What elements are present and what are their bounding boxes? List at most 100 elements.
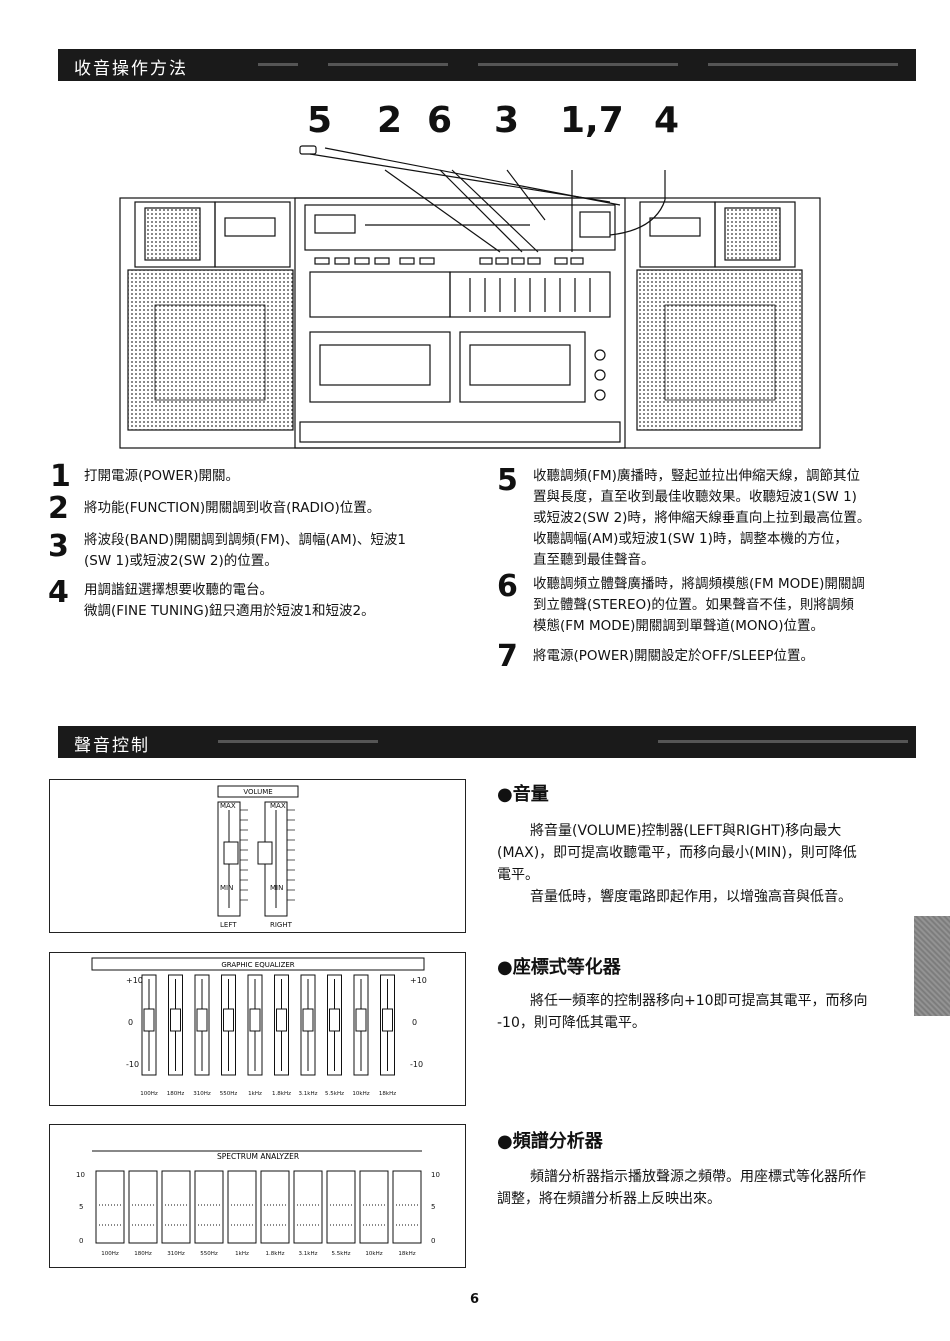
eq-freq-label: 18kHz bbox=[379, 1091, 396, 1097]
eq-slider-knob bbox=[355, 1008, 367, 1032]
volume-figure: VOLUME MAX MAX MIN MIN LEFT RIGHT bbox=[49, 779, 466, 933]
sa-level-0: 0 bbox=[79, 1237, 83, 1245]
step-6-text: 收聽調頻立體聲廣播時，將調頻模態(FM MODE)開關調 到立體聲(STEREO… bbox=[533, 576, 865, 634]
sa-band bbox=[227, 1170, 257, 1244]
sa-band bbox=[359, 1170, 389, 1244]
equalizer-figure: GRAPHIC EQUALIZER +10 0 -10 +10 0 -10 10… bbox=[49, 952, 466, 1106]
section-banner-sound: 聲音控制 bbox=[58, 726, 916, 758]
volume-heading: ●音量 bbox=[497, 784, 549, 805]
sa-title: SPECTRUM ANALYZER bbox=[217, 1152, 299, 1161]
max-left-label: MAX bbox=[220, 802, 236, 810]
section-title: 聲音控制 bbox=[74, 736, 150, 756]
eq-slider-track bbox=[247, 974, 263, 1076]
min-right-label: MIN bbox=[270, 884, 283, 892]
edge-tab bbox=[914, 916, 950, 1016]
eq-minus-label: -10 bbox=[126, 1060, 139, 1069]
eq-slider-track bbox=[168, 974, 183, 1076]
eq-slider-track bbox=[194, 974, 210, 1076]
eq-slider-knob bbox=[170, 1008, 181, 1032]
page-number: 6 bbox=[470, 1292, 480, 1307]
step-num: 3 bbox=[48, 529, 69, 564]
step-num: 6 bbox=[497, 569, 518, 604]
eq-slider-track bbox=[274, 974, 289, 1076]
sa-freq-label: 180Hz bbox=[134, 1251, 152, 1257]
eq-minus-label-r: -10 bbox=[410, 1060, 423, 1069]
step-7-text: 將電源(POWER)開關設定於OFF/SLEEP位置。 bbox=[533, 648, 815, 664]
min-left-label: MIN bbox=[220, 884, 233, 892]
sa-band bbox=[95, 1170, 125, 1244]
right-label: RIGHT bbox=[270, 921, 293, 929]
eq-freq-label: 3.1kHz bbox=[299, 1091, 318, 1097]
step-3-text: 將波段(BAND)開關調到調頻(FM)、調幅(AM)、短波1 (SW 1)或短波… bbox=[84, 532, 406, 569]
callout-5: 5 bbox=[307, 100, 333, 141]
eq-freq-label: 1kHz bbox=[248, 1091, 262, 1097]
eq-slider-track bbox=[380, 974, 395, 1076]
sa-level-5-r: 5 bbox=[431, 1203, 435, 1211]
eq-slider-knob bbox=[302, 1008, 314, 1032]
sa-band bbox=[293, 1170, 323, 1244]
step-1-text: 打開電源(POWER)開關。 bbox=[84, 468, 240, 484]
sa-freq-label: 10kHz bbox=[365, 1251, 382, 1257]
callout-1-7: 1,7 bbox=[560, 100, 624, 141]
eq-slider-knob bbox=[276, 1008, 287, 1032]
sa-freq-label: 5.5kHz bbox=[332, 1251, 351, 1257]
eq-freq-label: 5.5kHz bbox=[325, 1091, 344, 1097]
eq-slider-track bbox=[353, 974, 369, 1076]
eq-freq-label: 310Hz bbox=[193, 1091, 211, 1097]
eq-freq-label: 550Hz bbox=[220, 1091, 238, 1097]
sa-freq-label: 550Hz bbox=[200, 1251, 218, 1257]
eq-slider-knob bbox=[249, 1008, 261, 1032]
volume-paragraph: 將音量(VOLUME)控制器(LEFT與RIGHT)移向最大 (MAX)，即可提… bbox=[497, 823, 857, 905]
boombox-illustration bbox=[119, 145, 821, 449]
sa-level-10-r: 10 bbox=[431, 1171, 440, 1179]
sa-freq-label: 1.8kHz bbox=[266, 1251, 285, 1257]
sa-paragraph: 頻譜分析器指示播放聲源之頻帶。用座標式等化器所作 調整，將在頻譜分析器上反映出來… bbox=[497, 1169, 866, 1207]
step-num: 4 bbox=[48, 575, 69, 610]
step-2-text: 將功能(FUNCTION)開關調到收音(RADIO)位置。 bbox=[84, 500, 381, 516]
eq-plus-label-r: +10 bbox=[410, 976, 427, 985]
step-num: 5 bbox=[497, 463, 518, 498]
sa-band bbox=[194, 1170, 224, 1244]
eq-plus-label: +10 bbox=[126, 976, 143, 985]
eq-slider-knob bbox=[196, 1008, 208, 1032]
eq-slider-track bbox=[221, 974, 236, 1076]
sa-heading: ●頻譜分析器 bbox=[497, 1131, 603, 1152]
eq-freq-label: 100Hz bbox=[140, 1091, 158, 1097]
section-title: 收音操作方法 bbox=[74, 59, 188, 79]
eq-slider-knob bbox=[223, 1008, 234, 1032]
step-num: 2 bbox=[48, 491, 69, 526]
callout-4: 4 bbox=[654, 100, 680, 141]
callout-3: 3 bbox=[494, 100, 520, 141]
left-label: LEFT bbox=[220, 921, 237, 929]
max-right-label: MAX bbox=[270, 802, 286, 810]
eq-slider-track bbox=[327, 974, 342, 1076]
step-4-text: 用調諧鈕選擇想要收聽的電台。 微調(FINE TUNING)鈕只適用於短波1和短… bbox=[84, 582, 375, 619]
eq-freq-label: 180Hz bbox=[167, 1091, 185, 1097]
sa-freq-label: 3.1kHz bbox=[299, 1251, 318, 1257]
sa-freq-label: 310Hz bbox=[167, 1251, 185, 1257]
callout-6: 6 bbox=[427, 100, 453, 141]
eq-title: GRAPHIC EQUALIZER bbox=[221, 961, 294, 969]
sa-level-5: 5 bbox=[79, 1203, 83, 1211]
sa-band bbox=[326, 1170, 356, 1244]
sa-freq-label: 1kHz bbox=[235, 1251, 249, 1257]
eq-slider-knob bbox=[329, 1008, 340, 1032]
callout-2: 2 bbox=[377, 100, 403, 141]
step-num: 7 bbox=[497, 639, 518, 674]
step-5-text: 收聽調頻(FM)廣播時，豎起並拉出伸縮天線，調節其位 置與長度，直至收到最佳收聽… bbox=[533, 468, 871, 568]
sa-band bbox=[260, 1170, 290, 1244]
sa-band bbox=[128, 1170, 158, 1244]
eq-slider-track bbox=[141, 974, 157, 1076]
sa-band bbox=[392, 1170, 422, 1244]
volume-diagram: VOLUME MAX MAX MIN MIN LEFT RIGHT bbox=[217, 785, 299, 929]
sa-level-0-r: 0 bbox=[431, 1237, 435, 1245]
volume-title: VOLUME bbox=[243, 788, 272, 796]
eq-slider-knob bbox=[382, 1008, 393, 1032]
eq-slider-track bbox=[300, 974, 316, 1076]
step-num: 1 bbox=[50, 459, 71, 494]
eq-slider-knob bbox=[143, 1008, 155, 1032]
sa-level-10: 10 bbox=[76, 1171, 85, 1179]
eq-paragraph: 將任一頻率的控制器移向+10即可提高其電平，而移向 -10，則可降低其電平。 bbox=[497, 993, 868, 1031]
